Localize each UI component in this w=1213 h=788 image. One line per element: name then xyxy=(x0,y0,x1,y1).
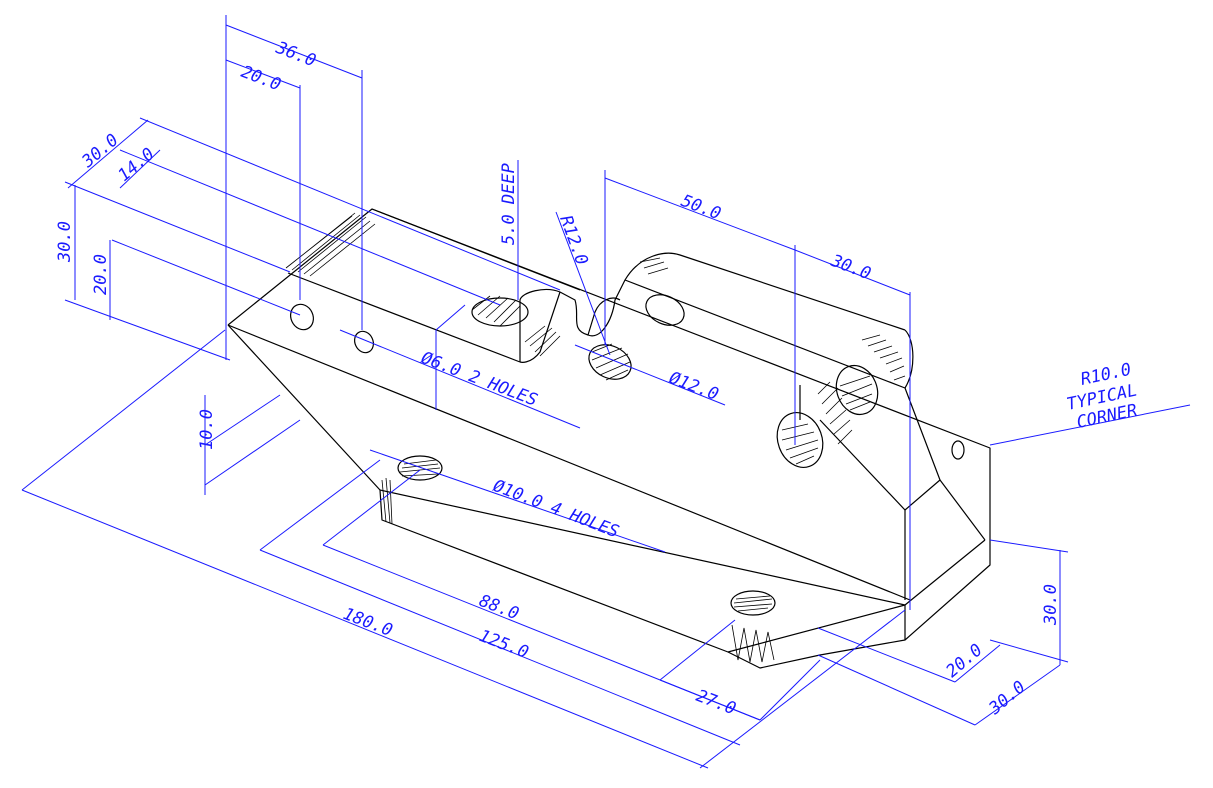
dim-r12: R12.0 xyxy=(555,213,591,268)
holes xyxy=(290,294,965,616)
part-outline xyxy=(227,208,991,669)
dimension-texts: 36.0 20.0 30.0 14.0 30.0 20.0 5.0 DEEP R… xyxy=(55,38,1139,720)
dim-20-top: 20.0 xyxy=(238,62,283,95)
dimension-lines xyxy=(21,15,1191,769)
dim-30-left: 30.0 xyxy=(78,130,123,172)
dim-125: 125.0 xyxy=(476,626,531,663)
hatching xyxy=(285,212,906,663)
dim-36: 36.0 xyxy=(272,38,318,72)
dim-10: 10.0 xyxy=(197,409,217,450)
dim-180: 180.0 xyxy=(340,604,395,641)
dim-30-vertical: 30.0 xyxy=(55,221,75,263)
dim-88: 88.0 xyxy=(476,591,521,624)
dim-20-base: 20.0 xyxy=(942,640,986,682)
dim-dia-12: Ø12.0 xyxy=(666,368,721,405)
dim-30-right: 30.0 xyxy=(827,251,873,285)
dim-30-base-vertical: 30.0 xyxy=(1041,584,1061,626)
dim-27: 27.0 xyxy=(693,686,738,719)
dim-10-holes: Ø10.0 4 HOLES xyxy=(490,476,621,542)
dim-20-vertical: 20.0 xyxy=(91,254,111,295)
dim-50: 50.0 xyxy=(678,191,723,224)
dim-5-deep: 5.0 DEEP xyxy=(499,163,519,245)
